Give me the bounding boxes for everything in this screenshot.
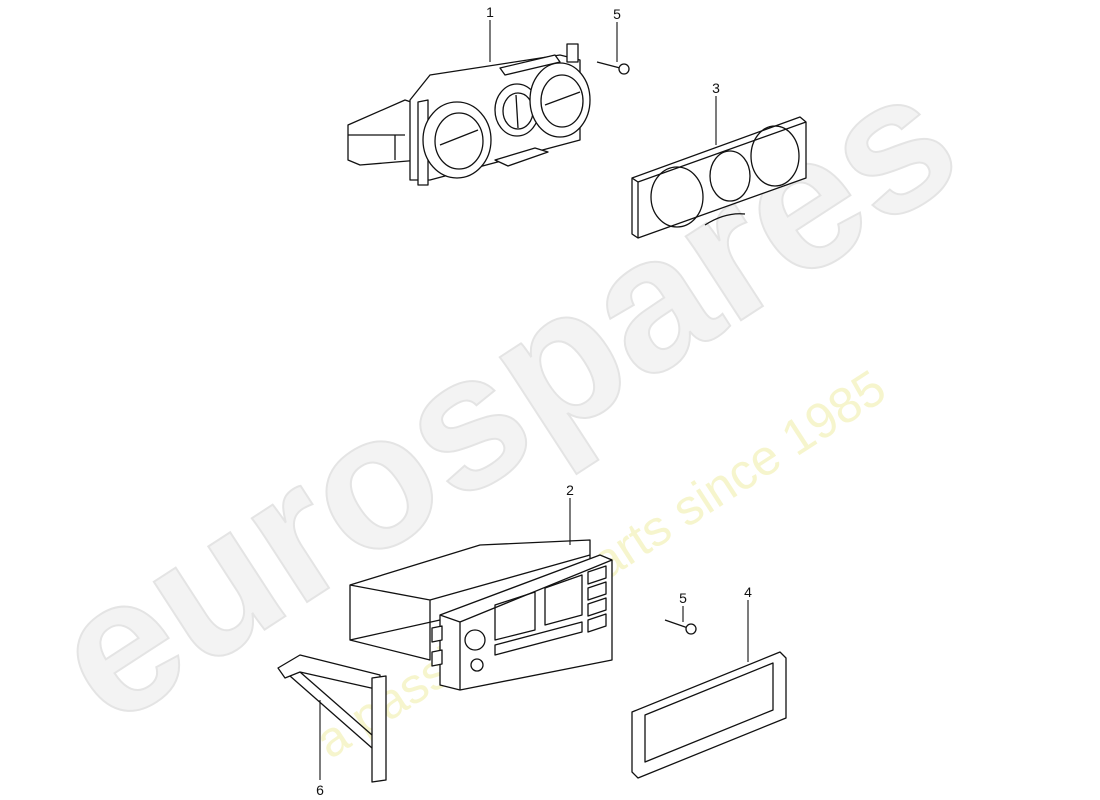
callout-3[interactable]: 3 [712,80,720,96]
screw-upper[interactable] [596,61,630,75]
callout-4[interactable]: 4 [744,584,752,600]
heater-control-unit[interactable] [347,43,591,186]
callout-2[interactable]: 2 [566,482,574,498]
mounting-bracket[interactable] [277,654,387,783]
callout-5-lower[interactable]: 5 [679,590,687,606]
callout-5-upper[interactable]: 5 [613,6,621,22]
trim-frame[interactable] [631,651,787,779]
screw-lower[interactable] [664,619,697,635]
trim-panel-three-dials[interactable] [631,116,807,239]
climate-control-unit[interactable] [349,539,613,691]
callout-1[interactable]: 1 [486,4,494,20]
callout-6[interactable]: 6 [316,782,324,798]
